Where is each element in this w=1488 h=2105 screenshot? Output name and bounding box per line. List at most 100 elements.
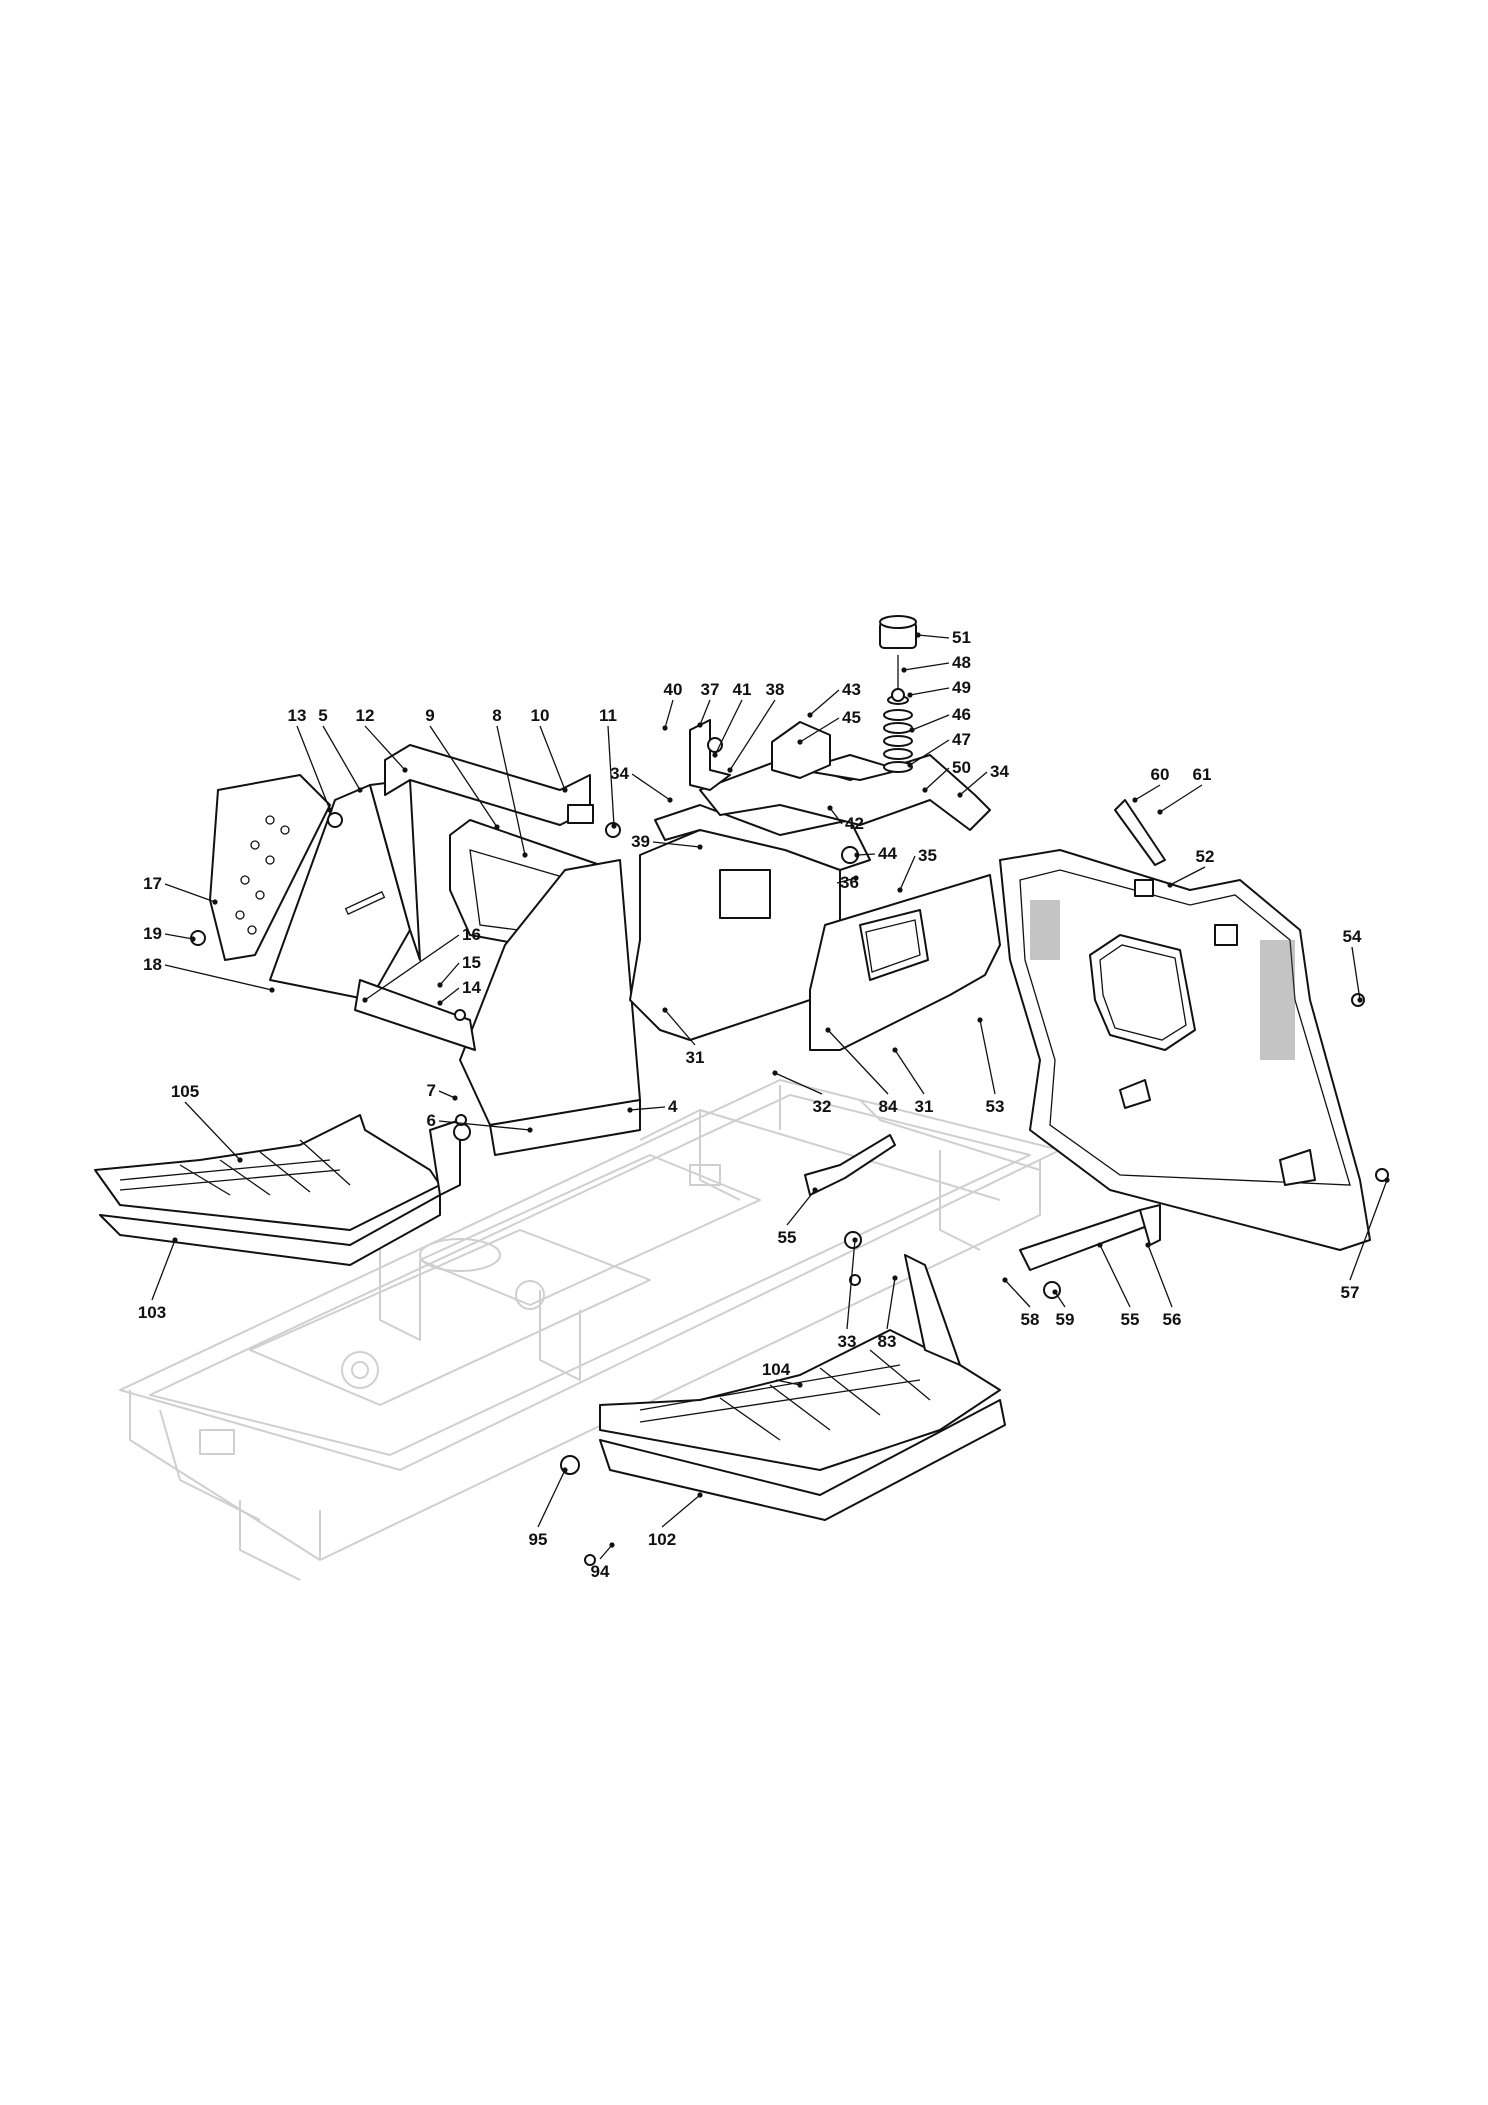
callout-dot: [269, 987, 275, 993]
callout-leader: [439, 962, 460, 986]
callout-15: 15: [437, 953, 481, 988]
callout-53: 53: [977, 1017, 1004, 1116]
callout-number: 95: [529, 1530, 548, 1549]
callout-leader: [664, 699, 674, 729]
callout-number: 94: [591, 1562, 610, 1581]
callout-leader: [799, 717, 840, 743]
callout-dot: [915, 632, 921, 638]
callout-dot: [812, 1187, 818, 1193]
callout-leader: [496, 725, 526, 856]
callout-14: 14: [437, 978, 481, 1006]
callout-leader: [652, 841, 701, 848]
callout-number: 57: [1341, 1283, 1360, 1302]
callout-number: 37: [701, 680, 720, 699]
spring-46: [883, 655, 913, 773]
callout-leader: [917, 634, 950, 639]
callout-12: 12: [356, 706, 408, 773]
callout-leader: [164, 883, 216, 903]
callout-dot: [1357, 997, 1363, 1003]
callout-number: 10: [531, 706, 550, 725]
callout-number: 11: [599, 706, 617, 725]
callout-31a: 31: [662, 1007, 704, 1067]
callout-8: 8: [492, 706, 528, 858]
callout-leader: [1004, 1279, 1031, 1308]
callout-51: 51: [915, 628, 971, 647]
callout-dot: [797, 739, 803, 745]
callout-dot: [807, 712, 813, 718]
callout-number: 102: [648, 1530, 676, 1549]
callout-56: 56: [1145, 1242, 1181, 1329]
callout-dot: [897, 887, 903, 893]
side-panel-5: [269, 779, 421, 1001]
callout-7: 7: [427, 1081, 458, 1101]
callout-dot: [1157, 809, 1163, 815]
bracket-55-center: [804, 1134, 896, 1196]
callout-number: 7: [427, 1081, 436, 1100]
callout-dot: [901, 667, 907, 673]
callout-58: 58: [1002, 1277, 1039, 1329]
callout-44: 44: [854, 844, 897, 863]
callout-number: 31: [686, 1048, 705, 1067]
callout-number: 60: [1151, 765, 1170, 784]
callout-105: 105: [171, 1082, 243, 1163]
callout-dot: [662, 1007, 668, 1013]
callout-number: 105: [171, 1082, 199, 1101]
callout-leader: [629, 1106, 666, 1111]
callout-dot: [667, 797, 673, 803]
callout-dot: [437, 982, 443, 988]
callout-leader: [959, 771, 988, 796]
callout-103: 103: [138, 1237, 178, 1322]
callout-leader: [1159, 784, 1203, 813]
callout-52: 52: [1167, 847, 1214, 888]
callout-number: 54: [1343, 927, 1362, 946]
callout-number: 36: [840, 873, 859, 892]
callout-102: 102: [648, 1492, 703, 1549]
callout-83: 83: [878, 1275, 898, 1351]
callout-number: 38: [766, 680, 785, 699]
callout-number: 32: [813, 1097, 832, 1116]
callout-number: 47: [952, 730, 971, 749]
callout-number: 35: [918, 846, 937, 865]
callout-number: 17: [143, 874, 162, 893]
callout-leader: [599, 1544, 613, 1560]
callout-leader: [1169, 866, 1206, 886]
callout-10: 10: [531, 706, 568, 793]
callout-leader: [439, 987, 460, 1004]
callout-leader: [664, 1009, 696, 1046]
callout-dot: [562, 787, 568, 793]
callout-34b: 34: [610, 764, 673, 803]
callout-leader: [1147, 1244, 1173, 1308]
chassis-frame-ghost: [119, 1079, 1061, 1581]
callout-number: 51: [952, 628, 971, 647]
callout-40: 40: [662, 680, 682, 731]
callout-dot: [827, 805, 833, 811]
callout-number: 56: [1163, 1310, 1182, 1329]
callout-dot: [522, 852, 528, 858]
callout-number: 41: [733, 680, 752, 699]
callout-number: 13: [288, 706, 307, 725]
callout-number: 42: [845, 814, 864, 833]
callout-dot: [1145, 1242, 1151, 1248]
callout-number: 50: [952, 758, 971, 777]
callout-number: 52: [1196, 847, 1215, 866]
callout-dot: [727, 767, 733, 773]
callout-19: 19: [143, 924, 196, 943]
callout-number: 59: [1056, 1310, 1075, 1329]
callout-number: 6: [427, 1111, 436, 1130]
callout-number: 34: [610, 764, 629, 783]
callout-number: 4: [668, 1097, 678, 1116]
callout-dot: [527, 1127, 533, 1133]
callout-number: 14: [462, 978, 481, 997]
callout-4: 4: [627, 1097, 678, 1116]
callout-leader: [296, 725, 331, 811]
callout-dot: [697, 844, 703, 850]
rail-14-16: [354, 979, 476, 1051]
callout-dot: [357, 787, 363, 793]
callout-number: 58: [1021, 1310, 1040, 1329]
callout-leader: [322, 725, 361, 791]
panel-31-right: [809, 874, 1001, 1051]
callout-number: 55: [778, 1228, 797, 1247]
callout-number: 31: [915, 1097, 934, 1116]
callout-leader: [729, 699, 776, 771]
